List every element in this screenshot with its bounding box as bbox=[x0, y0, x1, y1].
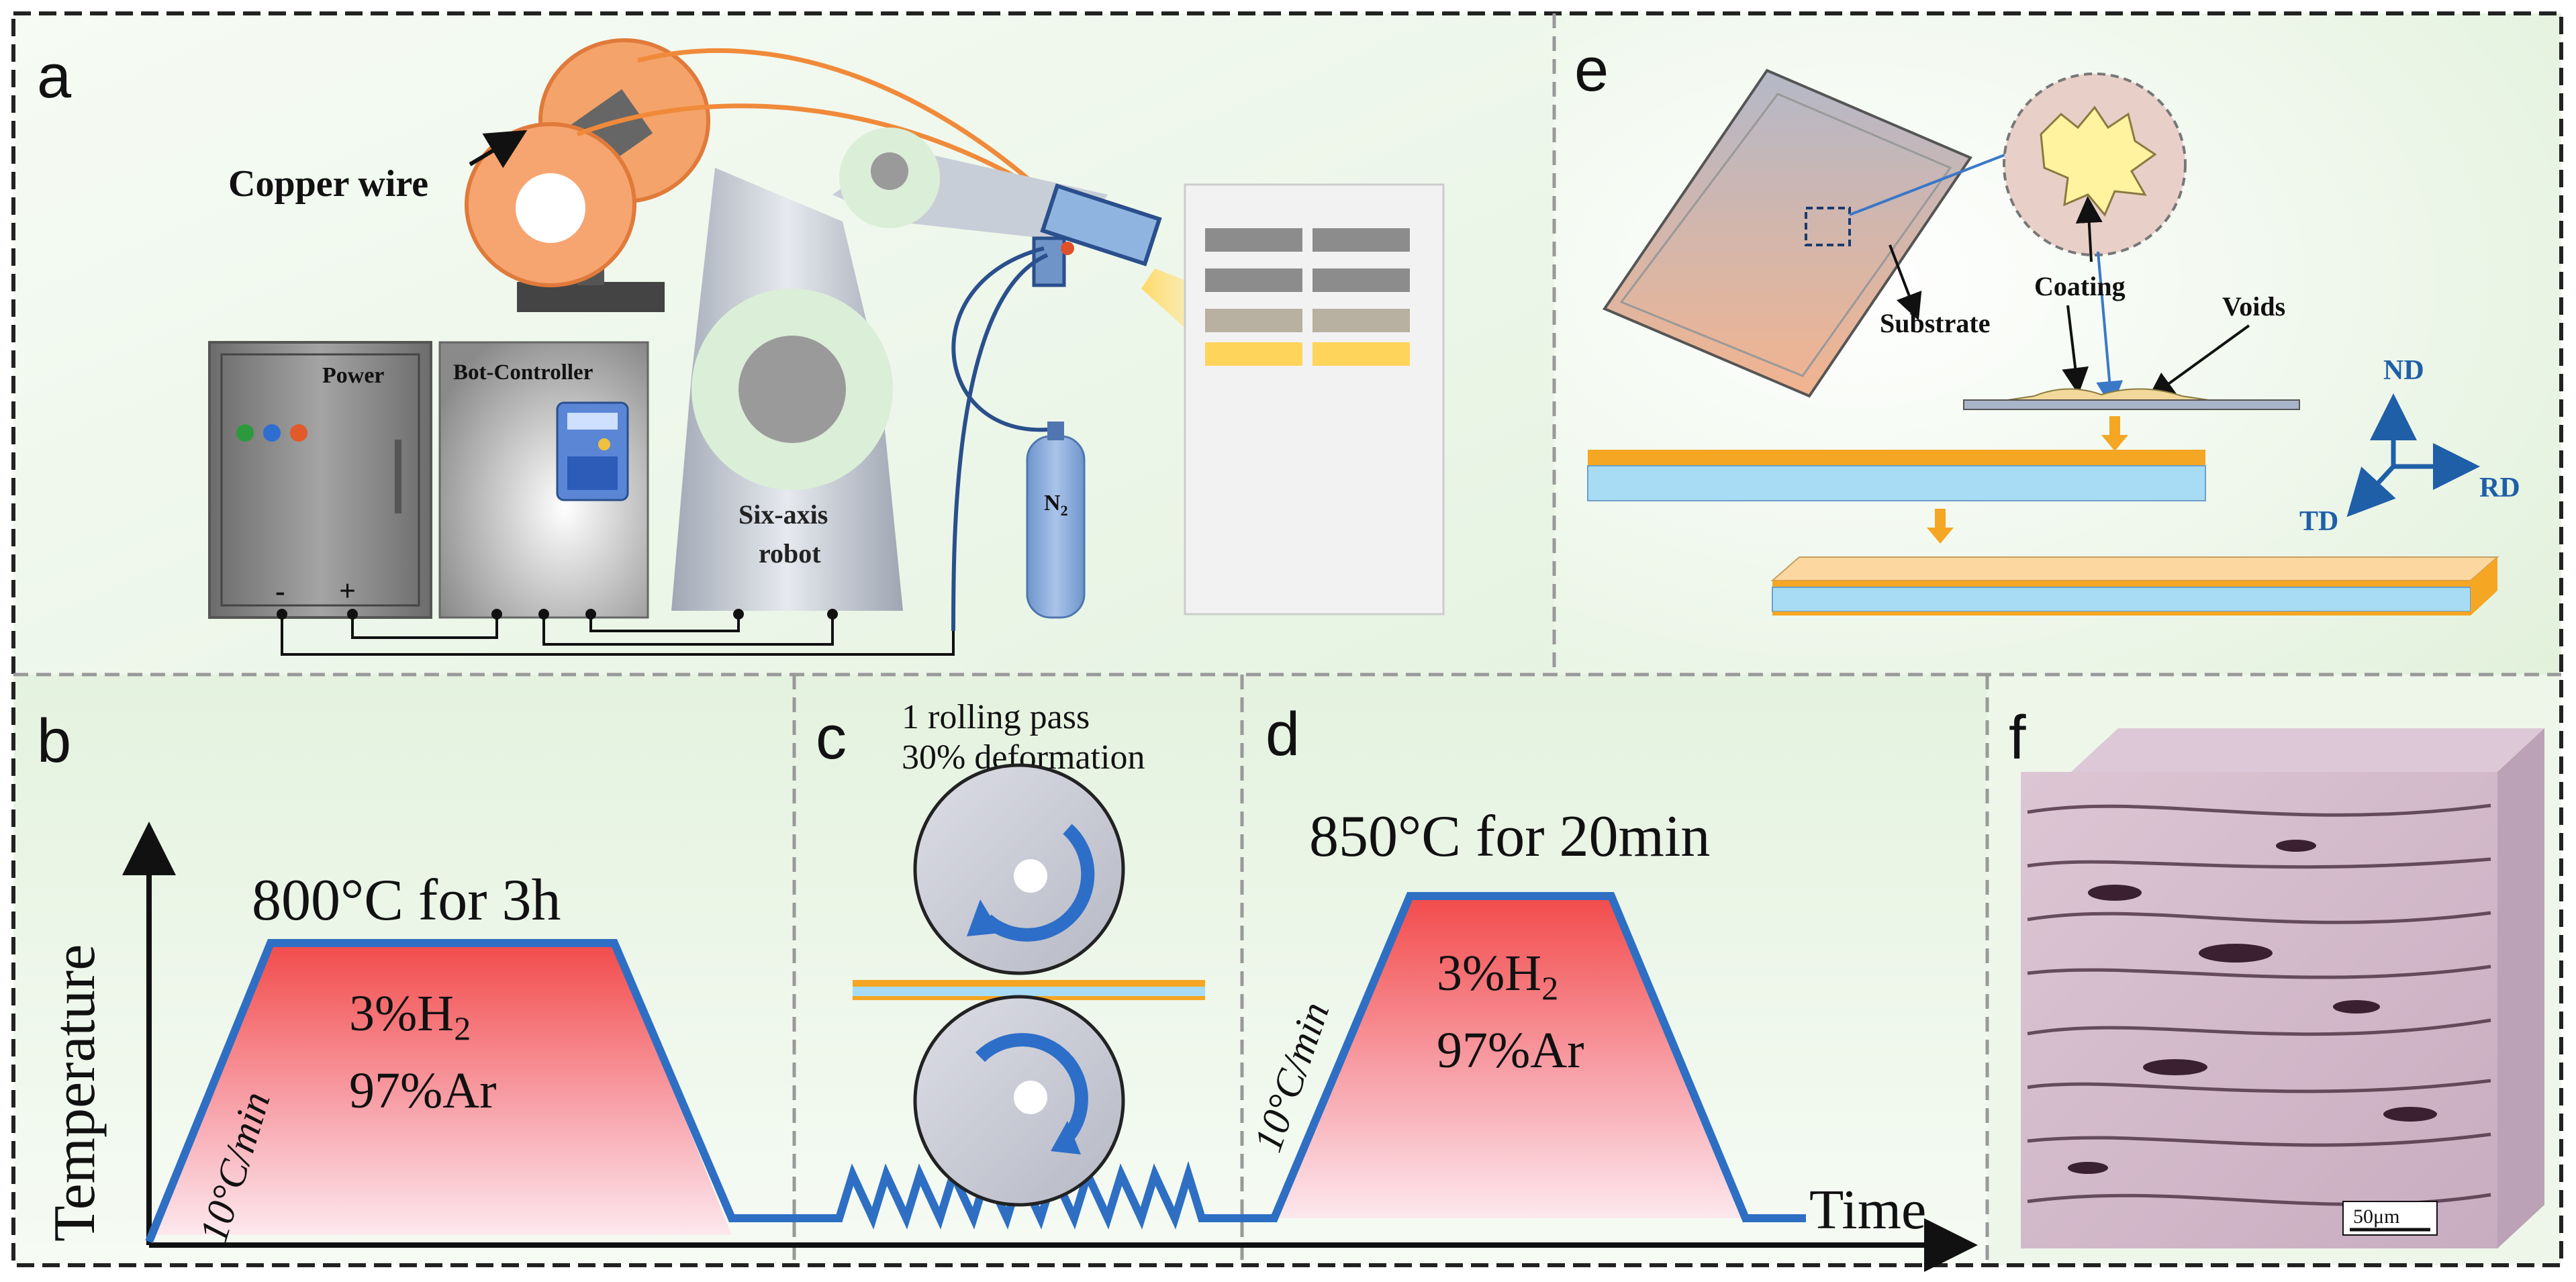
axis-rd-label: RD bbox=[2479, 473, 2520, 503]
atm-label-1b: 97%Ar bbox=[349, 1063, 497, 1119]
nitrogen-bottle bbox=[1026, 422, 1086, 619]
hold-label-2: 850°C for 20min bbox=[1309, 804, 1710, 869]
heat-zone-2 bbox=[1274, 896, 1746, 1218]
gas-hose-1 bbox=[951, 246, 1048, 432]
wiring bbox=[281, 614, 955, 656]
panel-f-letter: f bbox=[2009, 703, 2026, 772]
power-label: Power bbox=[322, 363, 385, 388]
six-axis-robot bbox=[671, 128, 1242, 611]
axis-td-label: TD bbox=[2299, 506, 2338, 537]
copper-wire-label: Copper wire bbox=[228, 163, 428, 205]
power-minus: - bbox=[275, 575, 285, 607]
panel-c-letter: c bbox=[816, 703, 847, 772]
coated-strip-large bbox=[1587, 450, 2206, 501]
bot-controller-label: Bot-Controller bbox=[453, 360, 593, 385]
panel-d-letter: d bbox=[1266, 700, 1300, 769]
zoom-line-2 bbox=[2096, 251, 2124, 408]
heat-zone-1 bbox=[149, 943, 732, 1235]
panel-a-letter: a bbox=[37, 42, 72, 111]
process-arrow-2 bbox=[1935, 509, 1946, 529]
robot-label-1: Six-axis bbox=[738, 499, 828, 530]
y-axis-label: Temperature bbox=[42, 944, 107, 1242]
scale-bar-label: 50μm bbox=[2353, 1205, 2399, 1228]
voids-label: Voids bbox=[2222, 291, 2285, 322]
substrate-pointer bbox=[1889, 244, 1922, 321]
coating-layer-pointer bbox=[2062, 305, 2089, 395]
bot-controller-cabinet bbox=[438, 341, 649, 619]
orientation-axes bbox=[2346, 393, 2480, 517]
atm-label-2b: 97%Ar bbox=[1437, 1022, 1584, 1079]
gas-hose-2 bbox=[951, 253, 1049, 632]
process-arrow-1 bbox=[2109, 416, 2120, 436]
coating-zoom-circle bbox=[2003, 72, 2187, 256]
coating-pointer bbox=[2075, 196, 2103, 262]
microstructure-cube bbox=[2021, 728, 2544, 1248]
power-plus: + bbox=[339, 575, 356, 607]
coating-label: Coating bbox=[2034, 271, 2126, 301]
coated-strip-small bbox=[1963, 388, 2300, 410]
upper-roll bbox=[913, 763, 1125, 975]
atm-label-1a: 3%H2 bbox=[349, 985, 471, 1047]
x-axis-label: Time bbox=[1809, 1179, 1926, 1241]
copper-wire-feed-1 bbox=[637, 48, 1063, 210]
substrate-label: Substrate bbox=[1880, 308, 1990, 338]
hold-label-1: 800°C for 3h bbox=[252, 868, 561, 933]
rolled-strip-3d bbox=[1770, 556, 2499, 615]
voids-pointer bbox=[2147, 324, 2250, 399]
panel-b-letter: b bbox=[37, 707, 71, 775]
spray-target-panel bbox=[1184, 183, 1445, 615]
process-arrow-1-head bbox=[2101, 435, 2128, 451]
atm-label-2a: 3%H2 bbox=[1437, 945, 1558, 1007]
gas-label: N2 bbox=[1044, 491, 1068, 519]
scale-bar bbox=[2342, 1201, 2438, 1236]
wiring-nodes bbox=[277, 609, 838, 620]
rolling-pass-label: 1 rolling pass bbox=[902, 698, 1090, 736]
robot-label-2: robot bbox=[759, 538, 821, 569]
panel-e-letter: e bbox=[1574, 36, 1609, 104]
axis-nd-label: ND bbox=[2383, 355, 2424, 386]
copper-wire-pointer bbox=[469, 130, 528, 168]
substrate-plate bbox=[1602, 68, 1973, 398]
power-cabinet bbox=[208, 341, 432, 619]
process-arrow-2-head bbox=[1927, 528, 1954, 544]
lower-roll bbox=[913, 995, 1125, 1207]
outer-border bbox=[11, 11, 2563, 1267]
